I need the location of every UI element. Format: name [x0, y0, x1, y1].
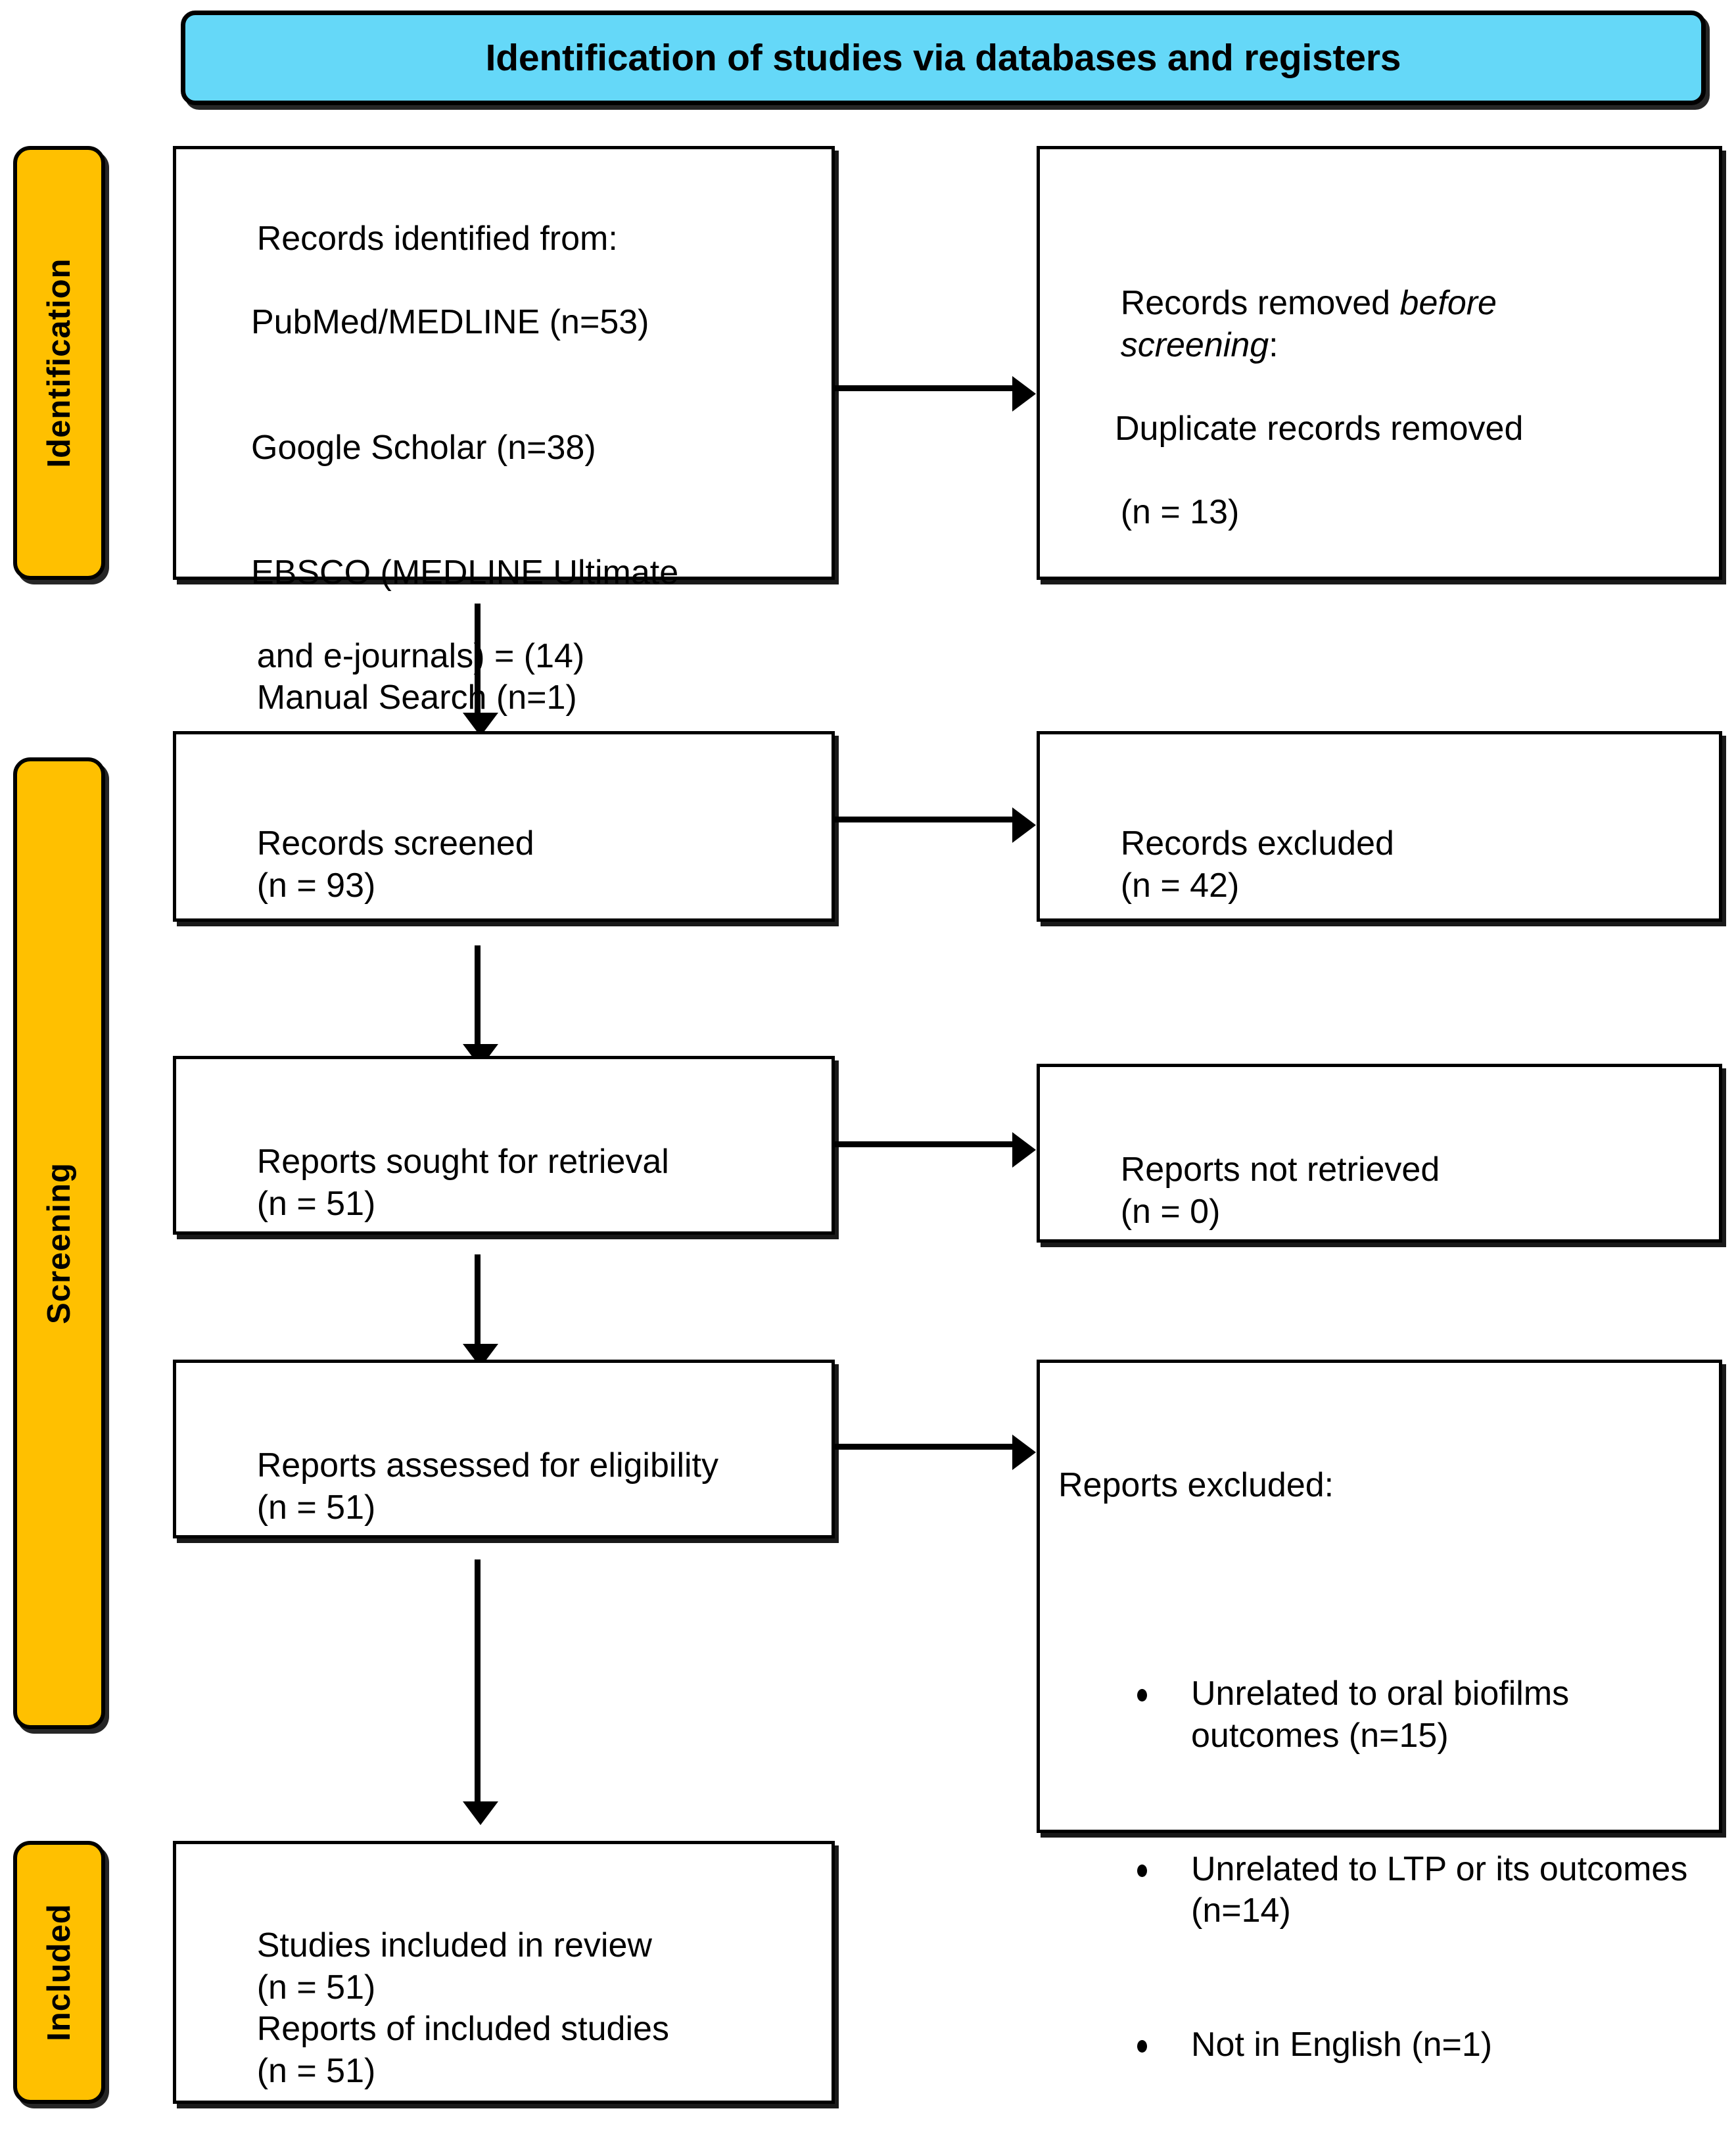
box-reports-excluded: Reports excluded: Unrelated to oral biof… — [1037, 1360, 1722, 2064]
records-identified-source-4: Manual Search (n=1) — [256, 678, 577, 717]
reports-included-label: Reports of included studies — [256, 2010, 669, 2049]
box-studies-included: Studies included in review (n = 51) Repo… — [173, 1841, 835, 2104]
reports-included-count: (n = 51) — [256, 2051, 376, 2090]
records-excluded-label: Records excluded — [1120, 824, 1394, 863]
records-removed-line1-b: before — [1399, 284, 1497, 323]
records-removed-line2-b: : — [1269, 325, 1279, 364]
list-item: Not in English (n=1) — [1135, 2024, 1706, 2066]
reports-excluded-reason-list: Unrelated to oral biofilms outcomes (n=1… — [1058, 1590, 1706, 2140]
reports-sought-label: Reports sought for retrieval — [256, 1143, 669, 1181]
list-item: Unrelated to oral biofilms outcomes (n=1… — [1135, 1673, 1706, 1757]
box-reports-not-retrieved: Reports not retrieved (n = 0) — [1037, 1064, 1722, 1243]
arrow-screened-to-excluded — [835, 807, 1036, 843]
arrow-identified-to-removed — [835, 376, 1036, 412]
records-identified-heading: Records identified from: — [256, 220, 618, 258]
stage-label-screening-text: Screening — [41, 1162, 77, 1324]
records-removed-line1-a: Records removed — [1120, 284, 1400, 323]
stage-label-included: Included — [13, 1841, 105, 2104]
reports-not-retrieved-count: (n = 0) — [1120, 1192, 1221, 1231]
list-item: Unrelated to LTP or its outcomes (n=14) — [1135, 1849, 1706, 1932]
box-reports-assessed: Reports assessed for eligibility (n = 51… — [173, 1360, 835, 1538]
arrow-screened-to-sought — [463, 945, 498, 1068]
records-removed-detail-1: Duplicate records removed — [1115, 409, 1524, 448]
stage-label-screening: Screening — [13, 757, 105, 1729]
records-excluded-count: (n = 42) — [1120, 866, 1240, 905]
reports-excluded-heading: Reports excluded: — [1058, 1465, 1334, 1504]
stage-label-identification: Identification — [13, 146, 105, 580]
box-reports-sought: Reports sought for retrieval (n = 51) — [173, 1056, 835, 1235]
arrow-identified-to-screened — [463, 604, 498, 736]
records-removed-detail-2: (n = 13) — [1120, 492, 1240, 531]
reports-sought-count: (n = 51) — [256, 1184, 376, 1223]
studies-included-count: (n = 51) — [256, 1968, 376, 2007]
arrow-assessed-to-included — [463, 1559, 498, 1825]
arrow-assessed-to-excluded — [835, 1435, 1036, 1470]
records-removed-line2-a: screening — [1120, 325, 1269, 364]
box-records-excluded: Records excluded (n = 42) — [1037, 731, 1722, 922]
records-screened-label: Records screened — [256, 824, 534, 863]
box-records-identified: Records identified from: PubMed/MEDLINE … — [173, 146, 835, 717]
reports-not-retrieved-label: Reports not retrieved — [1120, 1151, 1440, 1189]
records-identified-source-3: and e-journals) = (14) — [256, 636, 585, 675]
records-screened-count: (n = 93) — [256, 866, 376, 905]
records-identified-source-2: EBSCO (MEDLINE Ultimate — [251, 553, 679, 592]
reports-assessed-label: Reports assessed for eligibility — [256, 1446, 718, 1485]
records-removed-line-2: screening: — [1121, 326, 1279, 364]
reports-assessed-count: (n = 51) — [256, 1488, 376, 1527]
page-title: Identification of studies via databases … — [485, 37, 1401, 79]
stage-label-included-text: Included — [41, 1903, 77, 2041]
arrow-sought-to-assessed — [463, 1254, 498, 1367]
arrow-sought-to-not-retrieved — [835, 1132, 1036, 1168]
box-records-removed: Records removed before screening: Duplic… — [1037, 146, 1722, 580]
records-identified-source-1: Google Scholar (n=38) — [251, 428, 596, 467]
studies-included-label: Studies included in review — [256, 1926, 652, 1965]
stage-label-identification-text: Identification — [41, 258, 77, 468]
box-records-screened: Records screened (n = 93) — [173, 731, 835, 922]
records-removed-line-1: Records removed before — [1121, 284, 1497, 322]
records-identified-source-0: PubMed/MEDLINE (n=53) — [251, 303, 649, 342]
diagram-header-banner: Identification of studies via databases … — [181, 11, 1706, 105]
